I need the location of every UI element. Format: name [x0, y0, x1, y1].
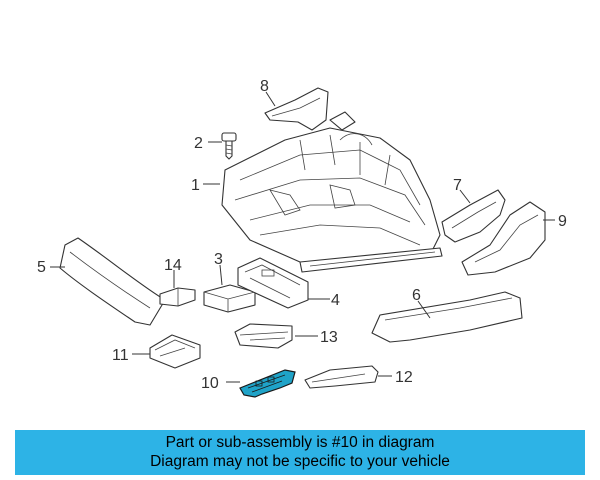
part-10-highlighted	[239, 369, 296, 398]
leader-lines	[50, 91, 555, 383]
callout-8: 8	[260, 78, 269, 95]
part-14-clip	[159, 287, 196, 307]
part-11-cover	[149, 334, 201, 369]
part-8-upper-trim	[264, 87, 329, 131]
info-banner: Part or sub-assembly is #10 in diagram D…	[15, 430, 585, 475]
part-9-outer-shield	[461, 201, 546, 276]
part-2-bolt	[221, 132, 237, 160]
part-13-tray	[234, 323, 293, 349]
callout-7: 7	[453, 177, 462, 194]
callout-4: 4	[331, 292, 340, 309]
callout-3: 3	[214, 251, 223, 268]
callout-9: 9	[558, 213, 567, 230]
callout-1: 1	[191, 177, 200, 194]
callout-14: 14	[164, 257, 182, 274]
callout-13: 13	[320, 329, 338, 346]
part-1-seat-frame	[221, 111, 443, 273]
callout-2: 2	[194, 135, 203, 152]
part-12-rail-cover	[304, 365, 379, 389]
parts-diagram: 1 2 3 4 5 6 7 8 9 10 11 12 13 14	[37, 78, 567, 398]
callout-6: 6	[412, 287, 421, 304]
callout-5: 5	[37, 259, 46, 276]
callout-11: 11	[112, 347, 129, 364]
callout-12: 12	[395, 369, 413, 386]
banner-line-2: Diagram may not be specific to your vehi…	[150, 453, 450, 470]
part-7-side-bracket	[441, 189, 506, 243]
part-3-module	[203, 284, 256, 313]
callout-10: 10	[201, 375, 219, 392]
banner-line-1: Part or sub-assembly is #10 in diagram	[165, 434, 435, 451]
part-6-side-cover	[371, 291, 523, 343]
part-5-front-trim	[59, 237, 166, 326]
part-4-bracket	[237, 257, 309, 309]
